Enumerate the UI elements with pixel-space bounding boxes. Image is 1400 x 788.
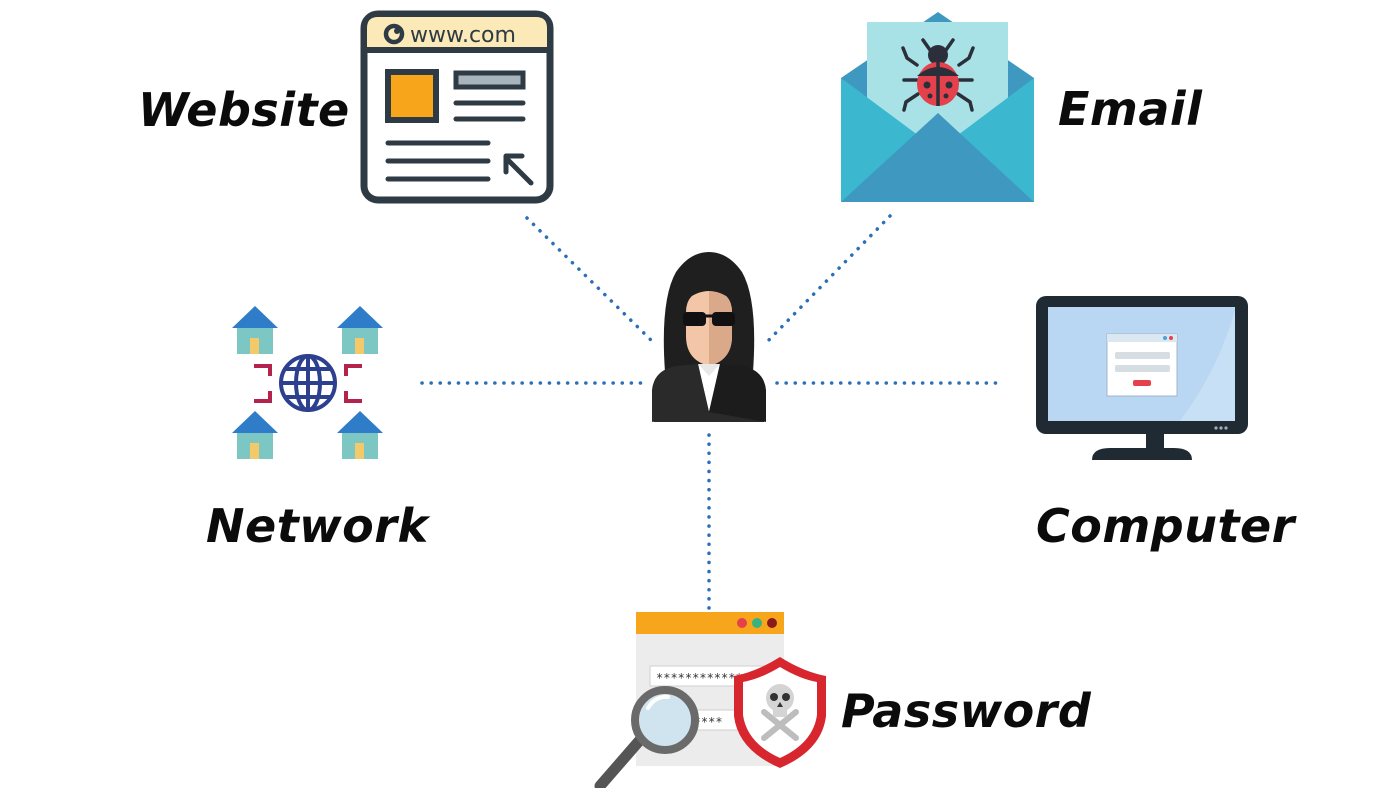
website-browser-icon: www.com: [360, 10, 554, 204]
magnifier-icon: [594, 686, 699, 788]
bug-icon: [901, 38, 975, 112]
login-window-icon: [1106, 333, 1178, 397]
password-shield-icon: ************** *******: [594, 612, 826, 788]
label-computer: Computer: [1036, 499, 1295, 553]
house-icon: [232, 306, 278, 354]
globe-icon: [279, 354, 337, 412]
password-mask-1: **************: [656, 671, 757, 685]
house-icon: [337, 306, 383, 354]
connector-website: [525, 216, 658, 347]
connector-email: [762, 214, 892, 347]
email-bug-icon: [841, 12, 1034, 202]
house-icon: [337, 411, 383, 459]
hacker-icon: [652, 252, 766, 422]
browser-url-text: www.com: [410, 23, 516, 48]
shield-skull-icon: [734, 657, 826, 768]
computer-monitor-icon: [1036, 296, 1248, 460]
label-network: Network: [206, 499, 429, 553]
label-website: Website: [138, 83, 350, 137]
network-icon: [232, 306, 383, 459]
bracket-icons: [254, 364, 362, 403]
label-email: Email: [1058, 82, 1203, 136]
house-icon: [232, 411, 278, 459]
connector-lines: [420, 214, 1002, 614]
label-password: Password: [841, 684, 1092, 738]
